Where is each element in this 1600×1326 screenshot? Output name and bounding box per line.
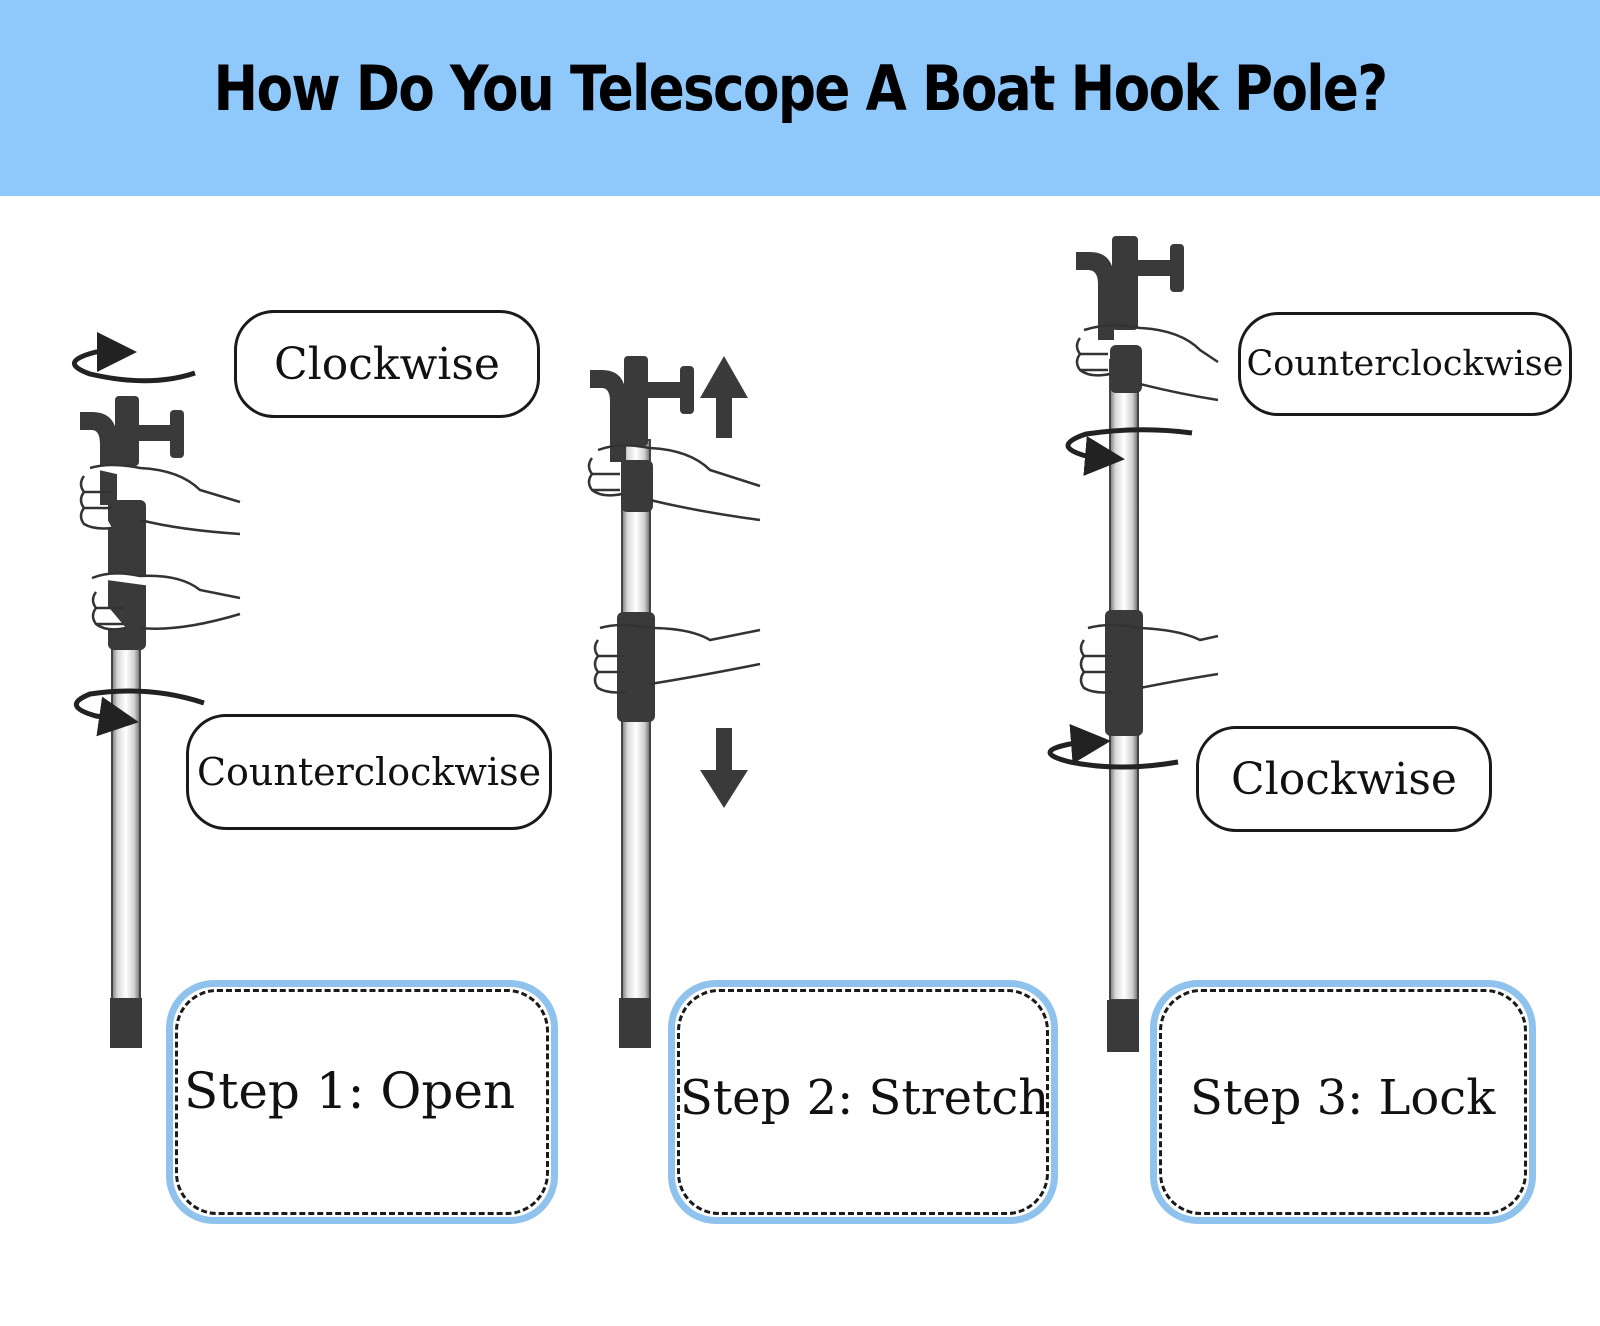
page-title: How Do You Telescope A Boat Hook Pole?: [213, 52, 1389, 125]
step-3-lower-rotation-label: Clockwise: [1196, 726, 1492, 832]
step-2-label: Step 2: Stretch: [680, 1070, 1050, 1126]
step-3-upper-rotation-label: Counterclockwise: [1238, 312, 1572, 416]
step-1-box: [166, 980, 558, 1224]
step-1-lower-rotation-label: Counterclockwise: [186, 714, 552, 830]
hook-head-icon: [1076, 236, 1184, 340]
hook-head-icon: [590, 356, 694, 462]
title-banner: [0, 0, 1600, 196]
pole-3: [1047, 236, 1219, 1052]
hand-icon: [79, 463, 241, 631]
step-3-box: [1150, 980, 1536, 1224]
rotate-arrow-icon: [1047, 723, 1179, 770]
rotate-arrow-icon: [72, 332, 196, 384]
pole-1: [72, 332, 241, 1048]
rotate-arrow-icon: [74, 688, 205, 737]
arrow-up-icon: [700, 356, 748, 438]
step-1-upper-rotation-label: Clockwise: [234, 310, 540, 418]
arrow-down-icon: [700, 728, 748, 808]
step-1-label: Step 1: Open: [184, 1062, 516, 1120]
rotate-arrow-icon: [1065, 427, 1193, 476]
hook-head-icon: [80, 396, 184, 505]
pole-2: [587, 356, 761, 1048]
step-2-box: [668, 980, 1058, 1224]
hand-icon: [587, 444, 761, 694]
step-3-label: Step 3: Lock: [1190, 1070, 1496, 1126]
hand-icon: [1075, 324, 1219, 694]
